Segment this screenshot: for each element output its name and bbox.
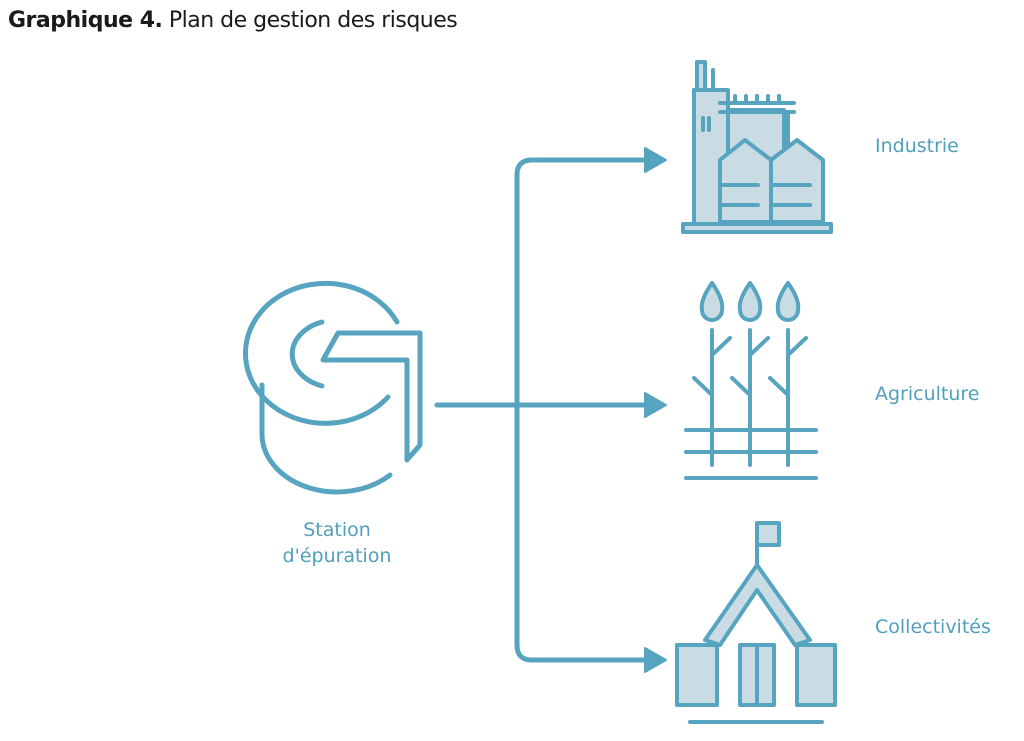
station-label: Station d'épuration [262,517,412,569]
station-label-line1: Station [303,519,371,541]
station-label-line2: d'épuration [282,545,392,567]
label-agriculture: Agriculture [875,383,980,405]
diagram-title: Graphique 4. Plan de gestion des risques [8,8,458,33]
title-text: Plan de gestion des risques [162,8,458,33]
title-number: Graphique 4. [8,8,163,33]
town-hall-icon [675,521,837,724]
factory-icon [681,60,833,234]
label-collectivites: Collectivités [875,616,991,638]
connector-arrows [434,147,667,673]
crops-icon [684,281,818,480]
label-industrie: Industrie [875,135,959,157]
treatment-plant-icon [242,280,423,495]
